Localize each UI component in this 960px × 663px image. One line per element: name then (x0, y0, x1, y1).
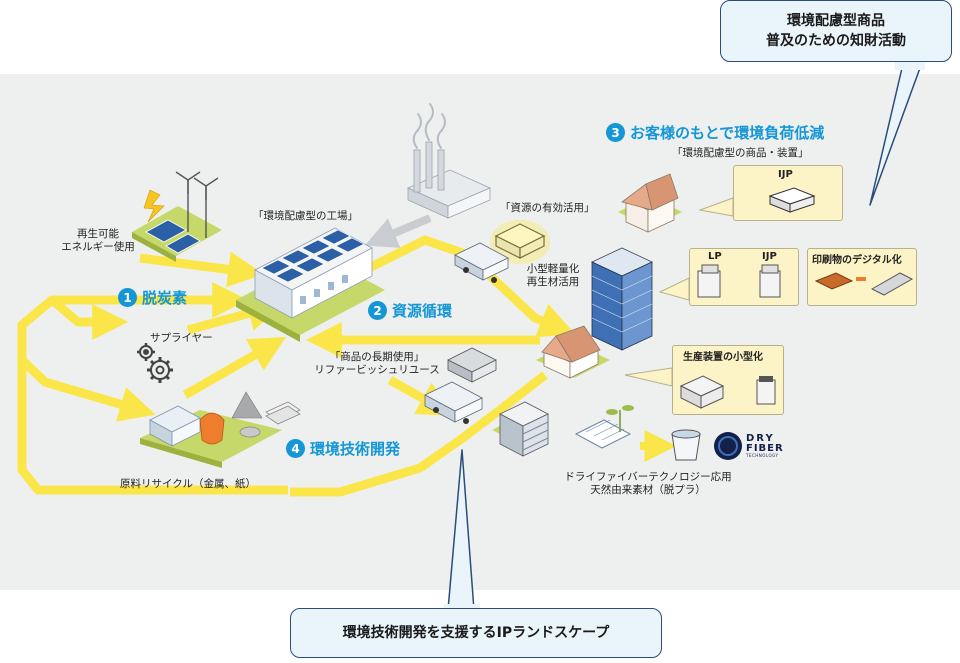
raw-recycle-illustration (140, 391, 301, 468)
house-illustration (618, 173, 682, 233)
arrow-left-down-recycle (18, 356, 156, 422)
pillar-number: 2 (368, 301, 387, 320)
compact-product-illustration (494, 223, 546, 259)
pillar-number: 4 (286, 439, 305, 458)
label-raw-recycle: 原料リサイクル（金属、紙） (120, 478, 256, 490)
gear-icon (137, 343, 173, 383)
arrow-renewable-to-factory (139, 251, 265, 288)
refurbished-printer-illustration (447, 347, 497, 383)
office-building-illustration (492, 401, 549, 457)
pillar-resource-circulation: 2 資源循環 (368, 300, 452, 321)
pillar-decarbonization: 1 脱炭素 (118, 287, 187, 308)
label-eco-factory: 「環境配慮型の工場」 (253, 210, 358, 222)
lp-to-ijp-icon (697, 264, 781, 298)
pillar-customer-impact: 3 お客様のもとで環境負荷低減 (606, 122, 824, 143)
smokestack-factory-illustration (407, 103, 491, 219)
box-pointer-downsize (624, 367, 673, 387)
box-ijp-label: IJP (762, 251, 777, 262)
office-tower-illustration (536, 247, 653, 379)
pillar-environmental-tech: 4 環境技術開発 (286, 438, 400, 459)
box-ijp-label: IJP (778, 169, 793, 180)
box-pointer-ijp (698, 197, 734, 217)
equipment-downsize-icon (679, 375, 776, 409)
dry-fiber-process-illustration (574, 405, 742, 462)
box-downsize-label: 生産装置の小型化 (683, 352, 763, 363)
box-digital-label: 印刷物のデジタル化 (812, 255, 902, 266)
label-renewable-energy: 再生可能 エネルギー使用 (61, 228, 135, 254)
pillar-label: 脱炭素 (142, 289, 188, 307)
callout-ip-landscape-text: 環境技術開発を支援するIPランドスケープ (342, 624, 610, 641)
box-lp-label: LP (708, 251, 722, 262)
diagram-background (0, 74, 960, 590)
logo-line1: DRY (746, 433, 775, 444)
box-lp-ijp: LP IJP (689, 248, 799, 306)
label-long-use: 「商品の長期使用」 リファービッシュリユース (314, 351, 440, 377)
truck-illustration-upper (454, 242, 509, 283)
pillar-number: 3 (606, 123, 625, 142)
pillar-label: 環境技術開発 (310, 440, 401, 458)
callout-ip-activities-line1: 環境配慮型商品 (787, 12, 885, 29)
box-pointer-lp (658, 277, 690, 301)
renewable-energy-illustration (132, 171, 222, 262)
callout-bottom-tail (447, 449, 475, 611)
truck-illustration-lower (424, 381, 483, 424)
pillar-label: 資源循環 (392, 302, 453, 320)
arrow-loop-to-mid (49, 296, 129, 340)
callout-top-tail (869, 67, 921, 206)
arrow-smokestack-to-factory (364, 214, 432, 248)
label-compact-lightweight: 小型軽量化 再生材活用 (526, 263, 580, 289)
ijp-printer-icon (768, 187, 816, 213)
arrow-customer-to-return (290, 371, 548, 497)
pillar-number: 1 (118, 288, 137, 307)
label-resource-use: 「資源の有効活用」 (500, 202, 595, 214)
callout-ip-activities-line2: 普及のための知財活動 (766, 33, 906, 49)
logo-line2: FIBER (746, 443, 784, 454)
logo-line3: TECHNOLOGY (746, 453, 779, 458)
arrow-left-loop (17, 282, 288, 495)
arrow-recycle-to-factory (182, 336, 287, 399)
callout-ip-landscape: 環境技術開発を支援するIPランドスケープ (290, 608, 662, 658)
box-ijp-product: IJP (733, 165, 843, 221)
eco-factory-illustration (236, 227, 385, 342)
label-dry-fiber: ドライファイバーテクノロジー応用 天然由来素材（脱プラ） (564, 471, 732, 497)
callout-ip-activities: 環境配慮型商品 普及のための知財活動 (720, 0, 952, 62)
box-equipment-downsize: 生産装置の小型化 (672, 345, 784, 415)
label-eco-products: 「環境配慮型の商品・装置」 (672, 147, 809, 159)
box-digital-print: 印刷物のデジタル化 (807, 248, 917, 306)
dry-fiber-logo: DRY FIBER TECHNOLOGY (746, 434, 784, 458)
pillar-label: お客様のもとで環境負荷低減 (630, 124, 825, 142)
digital-printing-icon (814, 272, 914, 296)
label-supplier: サプライヤー (150, 332, 213, 344)
